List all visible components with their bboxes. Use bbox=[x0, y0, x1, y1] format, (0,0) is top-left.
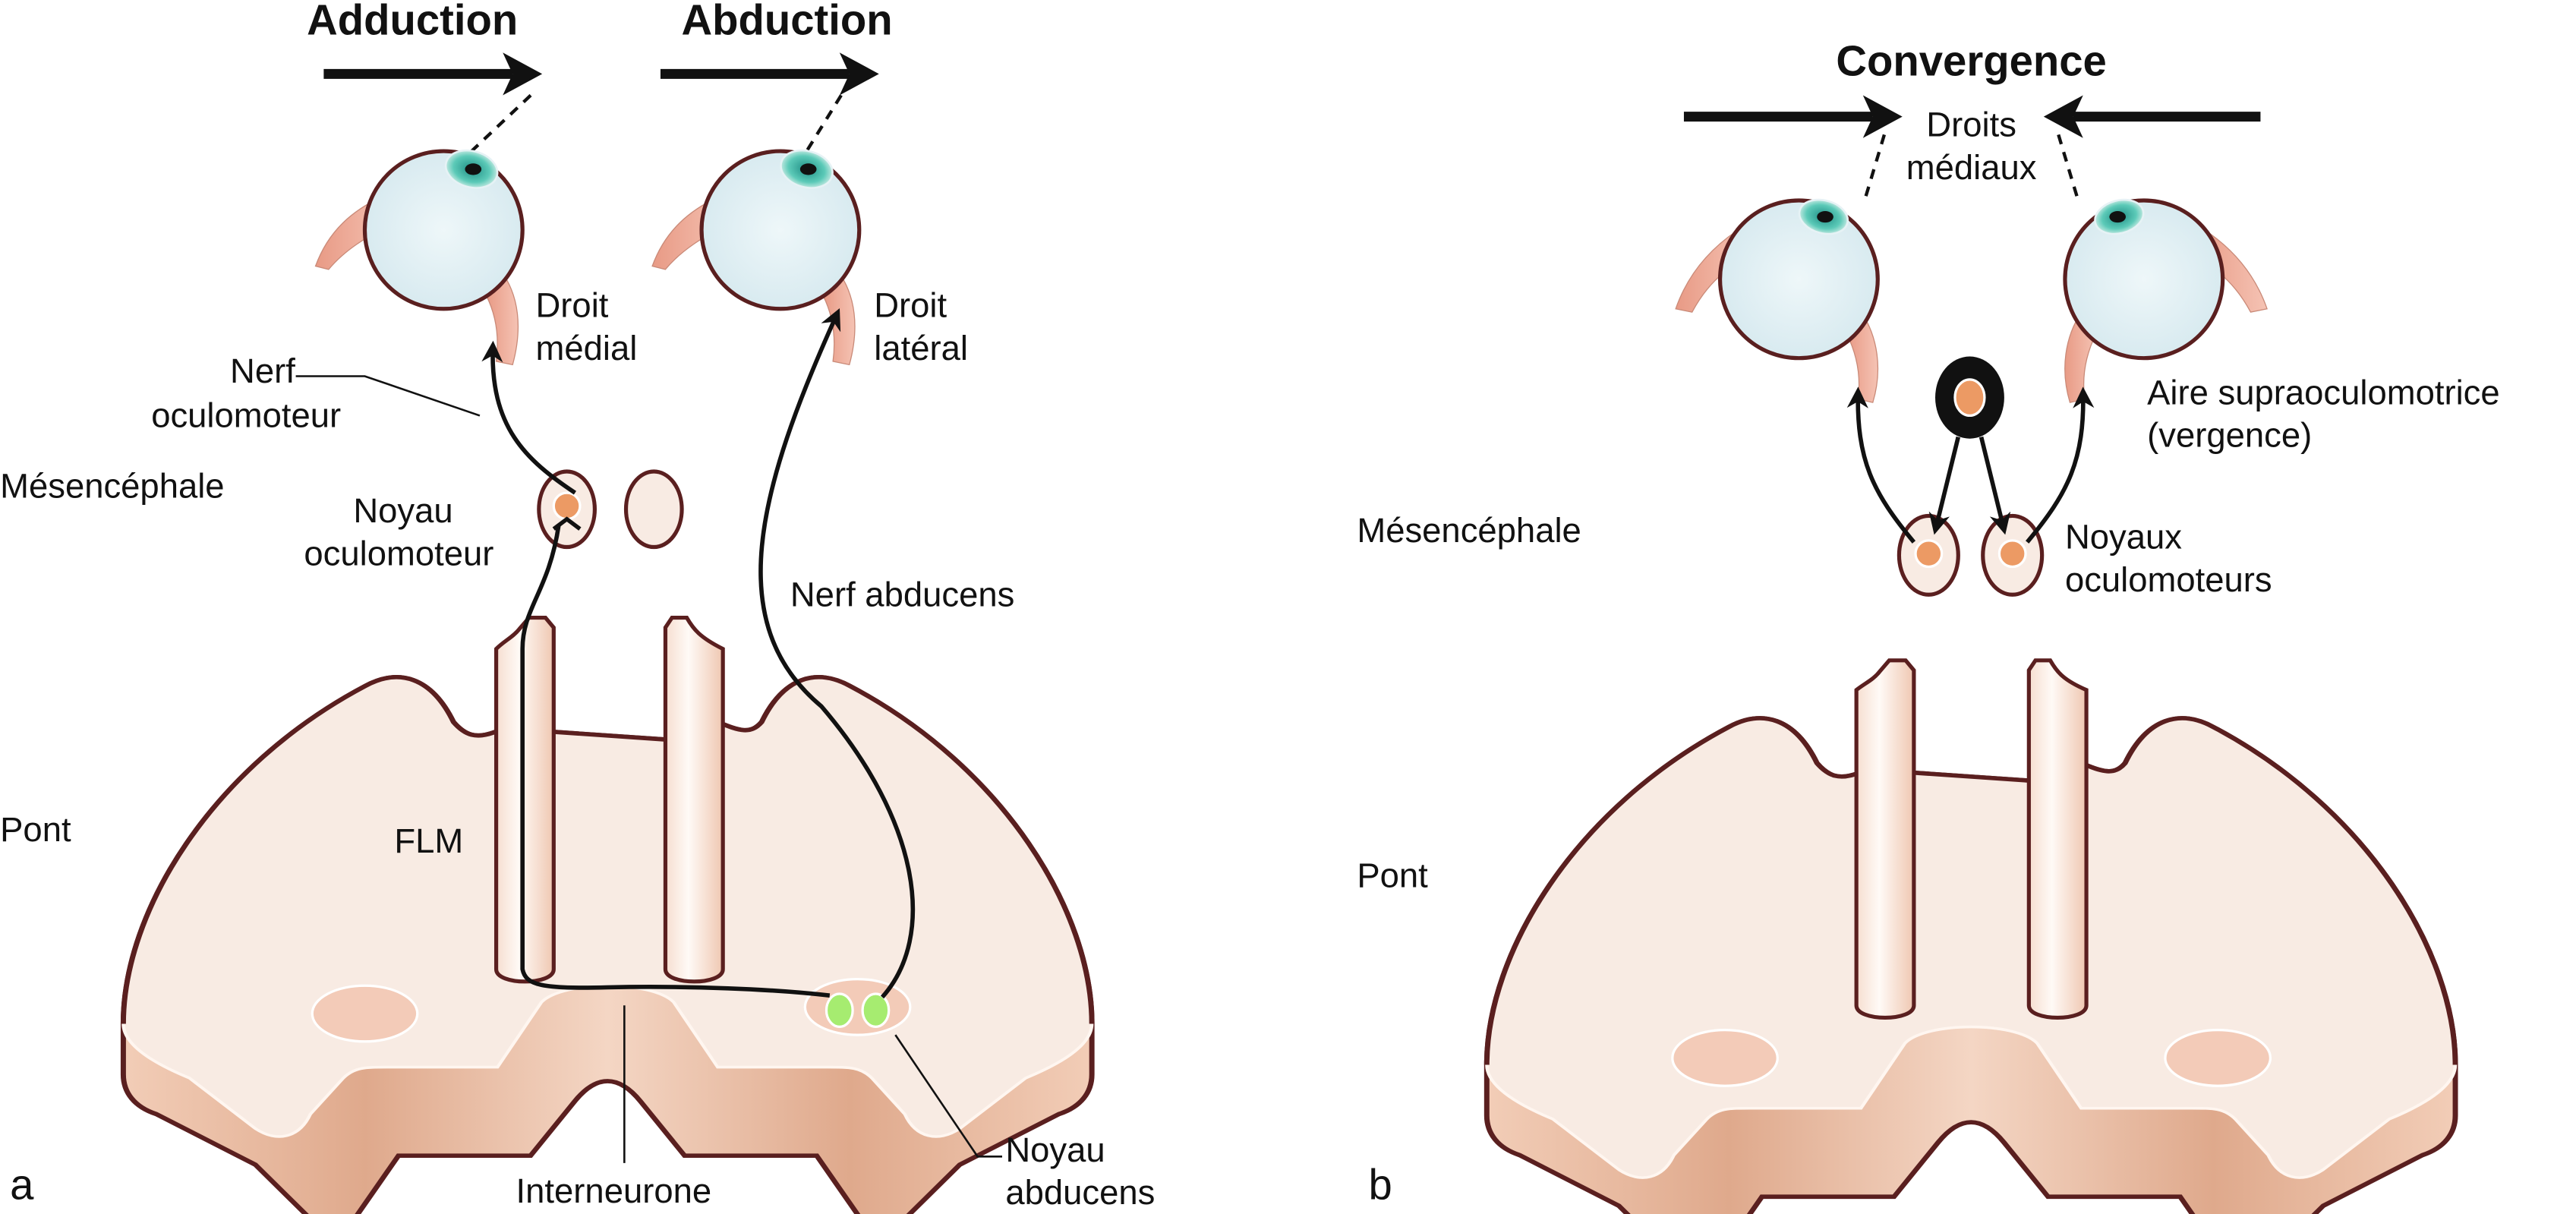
convergence-arrow-left bbox=[1683, 95, 1903, 138]
adduction-arrow bbox=[323, 52, 543, 96]
eye-abduction bbox=[651, 149, 862, 366]
convergence-arrow-right bbox=[2043, 95, 2261, 138]
panel-letter-a: a bbox=[10, 1161, 34, 1209]
label-pont-b: Pont bbox=[1357, 856, 1428, 894]
mlf-column-right bbox=[663, 615, 725, 984]
oculomotor-nerve-path bbox=[481, 340, 576, 495]
label-droits-mediaux-2: médiaux bbox=[1906, 148, 2037, 187]
eyeball bbox=[362, 149, 525, 311]
oculomotor-nerve-right-b bbox=[2026, 386, 2095, 544]
label-noyaux-oculomoteurs-1: Noyaux bbox=[2065, 518, 2182, 557]
label-noyau-abducens-2: abducens bbox=[1005, 1173, 1155, 1212]
label-droit-lateral-2: latéral bbox=[874, 329, 968, 367]
panel-b: Convergence Droits médiaux bbox=[1357, 37, 2500, 1214]
medial-muscle bbox=[485, 270, 519, 366]
pupil bbox=[1817, 211, 1833, 223]
eye-adduction bbox=[314, 149, 525, 366]
label-pont-a: Pont bbox=[0, 810, 71, 849]
oculomotor-neuron bbox=[1914, 539, 1944, 569]
synapse-fork bbox=[552, 516, 582, 531]
label-noyau-oculomoteur-1: Noyau bbox=[353, 491, 452, 530]
label-mesencephale-b: Mésencéphale bbox=[1357, 511, 1581, 550]
vergence-path-right bbox=[1979, 436, 2011, 535]
supraoculomotor-neuron bbox=[1953, 378, 1986, 418]
pupil bbox=[799, 163, 817, 175]
pont-spot-left bbox=[311, 984, 419, 1043]
gaze-line-left bbox=[470, 93, 532, 153]
mlf-column-left bbox=[493, 615, 556, 984]
leader-nerf-oculomoteur bbox=[295, 375, 481, 417]
label-noyaux-oculomoteurs-2: oculomoteurs bbox=[2065, 560, 2272, 599]
eye-left-convergence bbox=[1675, 198, 1880, 403]
vergence-path-left bbox=[1928, 436, 1961, 535]
label-noyau-abducens-1: Noyau bbox=[1005, 1130, 1105, 1169]
panel-letter-b: b bbox=[1369, 1161, 1392, 1209]
label-nerf-oculomoteur-1: Nerf bbox=[230, 352, 295, 390]
interneurone-path bbox=[520, 525, 831, 998]
mlf-column-right-b bbox=[2026, 658, 2089, 1020]
abducens-neuron-1 bbox=[825, 992, 854, 1028]
gaze-line-right-b bbox=[2057, 134, 2080, 201]
label-aire-supraoculomotrice-2: (vergence) bbox=[2147, 416, 2312, 455]
pont-spot-right-b bbox=[2164, 1029, 2272, 1087]
label-droit-lateral-1: Droit bbox=[874, 286, 947, 325]
pupil bbox=[2109, 211, 2127, 223]
title-convergence: Convergence bbox=[1836, 37, 2106, 85]
eye-right-convergence bbox=[2063, 198, 2268, 403]
leader-noyau-abducens bbox=[894, 1034, 1003, 1158]
pupil bbox=[465, 163, 482, 175]
label-aire-supraoculomotrice-1: Aire supraoculomotrice bbox=[2147, 373, 2500, 411]
oculomotor-neuron bbox=[552, 491, 582, 521]
pont-spot-left-b bbox=[1671, 1029, 1779, 1087]
eyeball bbox=[1717, 198, 1880, 361]
label-nerf-abducens: Nerf abducens bbox=[790, 575, 1014, 613]
oculomotor-neuron bbox=[1997, 539, 2027, 569]
label-interneurone: Interneurone bbox=[516, 1171, 712, 1210]
abducens-neuron-2 bbox=[861, 992, 891, 1028]
pont-b bbox=[1487, 718, 2455, 1214]
eyeball bbox=[2063, 198, 2225, 361]
label-droit-medial-1: Droit bbox=[536, 286, 609, 325]
gaze-line-right bbox=[805, 94, 843, 153]
label-flm: FLM bbox=[394, 821, 463, 860]
abduction-arrow bbox=[660, 52, 879, 96]
gaze-line-left-b bbox=[1862, 134, 1887, 201]
label-mesencephale-a: Mésencéphale bbox=[0, 467, 224, 506]
oculomotor-nucleus-right bbox=[623, 469, 684, 550]
panel-a: Adduction Abduction bbox=[0, 0, 1155, 1214]
label-droit-medial-2: médial bbox=[536, 329, 638, 367]
oculomotor-nerve-left-b bbox=[1846, 386, 1916, 544]
abducens-nucleus bbox=[803, 977, 912, 1036]
label-nerf-oculomoteur-2: oculomoteur bbox=[151, 396, 341, 435]
label-noyau-oculomoteur-2: oculomoteur bbox=[304, 534, 493, 572]
title-abduction: Abduction bbox=[682, 0, 893, 43]
eyeball bbox=[699, 149, 862, 311]
mlf-column-left-b bbox=[1854, 658, 1916, 1020]
pont-a bbox=[123, 677, 1092, 1214]
abducens-nerve-path bbox=[758, 307, 916, 999]
title-adduction: Adduction bbox=[307, 0, 518, 43]
label-droits-mediaux-1: Droits bbox=[1926, 106, 2016, 144]
